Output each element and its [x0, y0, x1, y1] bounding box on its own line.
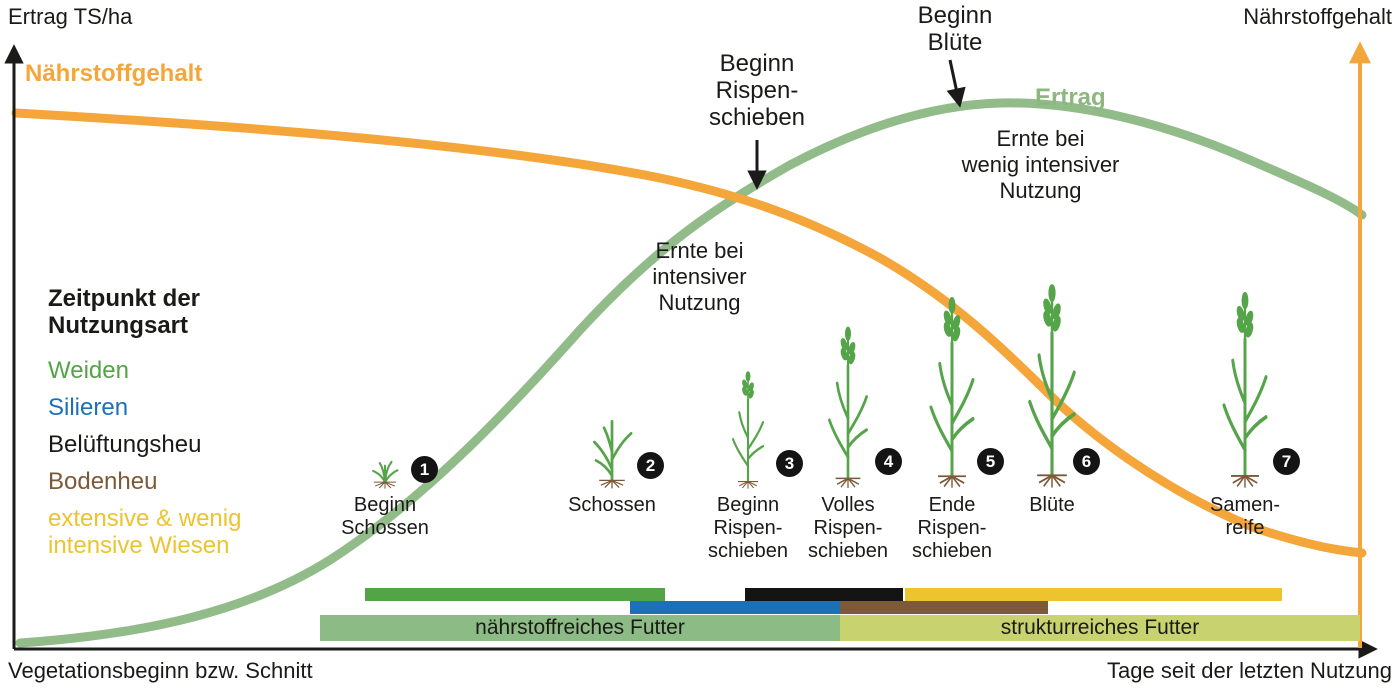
stage-number-5: 5	[977, 448, 1004, 475]
yield-curve-label: Ertrag	[1035, 84, 1106, 111]
plant-icon-stage-4	[817, 325, 879, 490]
annotation-beginn-rispenschieben: Beginn Rispen- schieben	[708, 50, 806, 131]
stage-number-1: 1	[411, 456, 438, 483]
y-axis-right-label: Nährstoffgehalt	[1243, 4, 1392, 29]
stage-number-4: 4	[875, 448, 902, 475]
plant-icon-stage-2	[588, 407, 636, 490]
band-naehrstoffreiches-futter: nährstoffreiches Futter	[320, 615, 840, 641]
stage-label-1: Beginn Schossen	[341, 494, 429, 539]
stage-label-2: Schossen	[568, 494, 656, 516]
stage-label-6: Blüte	[1029, 494, 1075, 516]
plant-icon-stage-7	[1210, 290, 1280, 490]
bar-weiden	[365, 588, 665, 601]
bar-wiesen	[905, 588, 1282, 601]
stage-label-7: Samen- reife	[1209, 494, 1281, 539]
stage-number-3: 3	[776, 450, 803, 477]
nutrient-curve	[11, 108, 1367, 558]
nutrient-curve-label: Nährstoffgehalt	[25, 60, 203, 87]
bar-silieren	[630, 601, 840, 614]
bar-belueftungsheu	[745, 588, 903, 601]
bar-bodenheu	[840, 601, 1048, 614]
legend-title: Zeitpunkt der Nutzungsart	[48, 285, 201, 339]
arrow-beginn-bluete	[946, 59, 966, 108]
stage-number-6: 6	[1073, 448, 1100, 475]
stage-number-2: 2	[637, 452, 664, 479]
annotation-beginn-bluete: Beginn Blüte	[917, 2, 993, 56]
band-strukturreiches-futter: strukturreiches Futter	[840, 615, 1360, 641]
plant-icon-stage-3	[723, 370, 773, 490]
stage-label-5: Ende Rispen- schieben	[911, 494, 993, 562]
band-strukturreich-label: strukturreiches Futter	[1000, 616, 1200, 639]
legend-item-silieren: Silieren	[48, 394, 129, 421]
y-axis-left-label: Ertrag TS/ha	[8, 4, 133, 29]
plant-icon-stage-1	[365, 448, 405, 490]
band-naehrstoffreich-label: nährstoffreiches Futter	[475, 616, 685, 639]
annotation-ernte-intensiv: Ernte bei intensiver Nutzung	[652, 238, 747, 315]
legend-item-belueftungsheu: Belüftungsheu	[48, 431, 202, 458]
stage-label-4: Volles Rispen- schieben	[807, 494, 889, 562]
legend-item-weiden: Weiden	[48, 357, 129, 384]
legend-item-bodenheu: Bodenheu	[48, 468, 158, 495]
stage-label-3: Beginn Rispen- schieben	[707, 494, 789, 562]
annotation-ernte-wenig-intensiv: Ernte bei wenig intensiver Nutzung	[961, 126, 1120, 203]
legend-item-wiesen: extensive & wenig intensive Wiesen	[48, 505, 242, 559]
x-axis-right-label: Tage seit der letzten Nutzung	[1107, 658, 1392, 683]
stage-number-7: 7	[1273, 448, 1300, 475]
x-axis-left-label: Vegetationsbeginn bzw. Schnitt	[8, 658, 313, 683]
